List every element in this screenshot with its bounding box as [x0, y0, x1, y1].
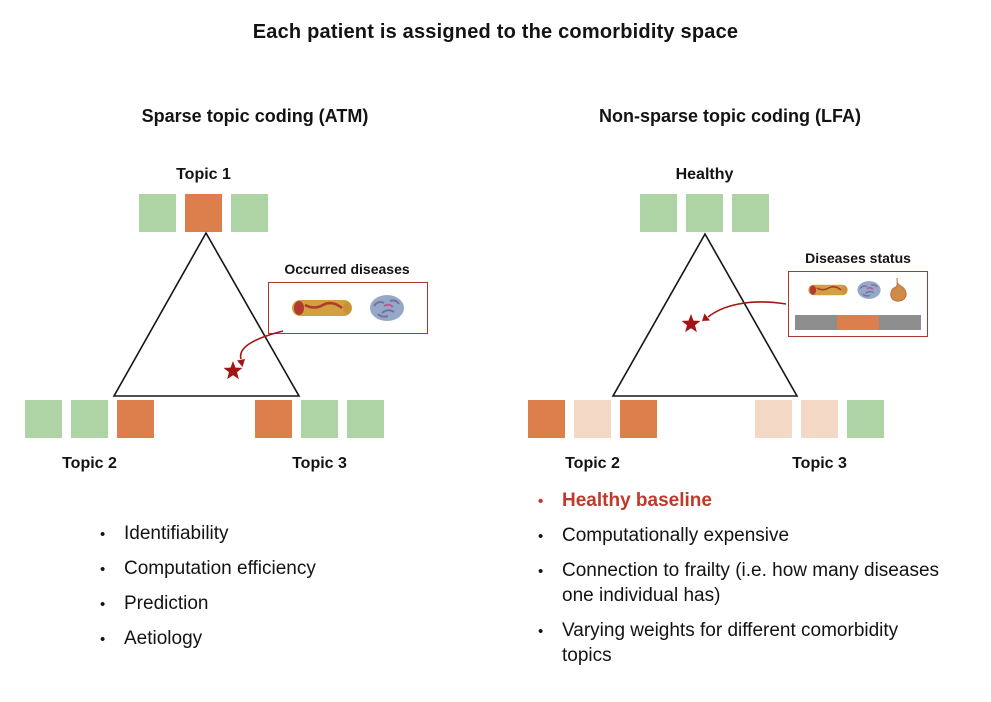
- topic-weight-square-orange: [620, 400, 657, 438]
- status-segment-gray: [795, 315, 837, 330]
- left-topic1-squares: [139, 194, 268, 232]
- left-topic2-squares: [25, 400, 154, 438]
- bullet-item: Connection to frailty (i.e. how many dis…: [538, 558, 948, 608]
- bullet-item: Varying weights for different comorbidit…: [538, 618, 948, 668]
- topic-weight-square-orange: [528, 400, 565, 438]
- patient-star-left: [223, 361, 243, 380]
- topic-weight-square-orange: [117, 400, 154, 438]
- disease-icons-row: [795, 277, 921, 303]
- right-topic3-label: Topic 3: [792, 455, 847, 472]
- bullet-item: Computationally expensive: [538, 523, 948, 548]
- topic-weight-square-green: [732, 194, 769, 232]
- bullet-item: Aetiology: [100, 626, 450, 651]
- left-bullet-list: IdentifiabilityComputation efficiencyPre…: [100, 521, 450, 661]
- right-panel-heading: Non-sparse topic coding (LFA): [598, 106, 861, 126]
- topic-weight-square-green: [347, 400, 384, 438]
- disease-status-bar: [795, 315, 921, 330]
- right-healthy-label: Healthy: [675, 166, 734, 183]
- topic-weight-square-peach: [755, 400, 792, 438]
- topic-weight-square-orange: [255, 400, 292, 438]
- right-topic3-squares: [755, 400, 884, 438]
- occurred-diseases-box: [268, 282, 428, 334]
- right-simplex-triangle: [611, 232, 799, 397]
- topic-weight-square-green: [139, 194, 176, 232]
- left-panel-heading: Sparse topic coding (ATM): [141, 106, 369, 126]
- topic-weight-square-green: [25, 400, 62, 438]
- occurred-diseases-label: Occurred diseases: [284, 261, 410, 277]
- right-topic2-squares: [528, 400, 657, 438]
- topic-weight-square-green: [301, 400, 338, 438]
- topic-weight-square-green: [847, 400, 884, 438]
- topic-weight-square-green: [231, 194, 268, 232]
- left-topic1-label: Topic 1: [176, 166, 231, 183]
- right-topic2-label: Topic 2: [565, 455, 620, 472]
- brain-icon: [370, 295, 404, 321]
- right-arrowhead-icon: [702, 313, 710, 321]
- left-annotation-arrow: [239, 330, 284, 360]
- diseases-status-box: [788, 271, 928, 337]
- right-annotation-arrow: [707, 301, 787, 318]
- left-arrowhead-icon: [237, 359, 245, 367]
- diseases-status-label: Diseases status: [805, 250, 911, 266]
- status-segment-orange: [837, 315, 879, 330]
- bullet-item: Computation efficiency: [100, 556, 450, 581]
- artery-icon: [808, 284, 848, 296]
- left-topic3-label: Topic 3: [292, 455, 347, 472]
- stomach-icon: [890, 277, 907, 302]
- topic-weight-square-green: [686, 194, 723, 232]
- right-bullet-list: Healthy baselineComputationally expensiv…: [538, 488, 948, 678]
- patient-star-right: [681, 314, 701, 333]
- left-topic3-squares: [255, 400, 384, 438]
- page-title: Each patient is assigned to the comorbid…: [252, 21, 739, 43]
- right-healthy-squares: [640, 194, 769, 232]
- topic-weight-square-peach: [574, 400, 611, 438]
- bullet-item: Identifiability: [100, 521, 450, 546]
- left-topic2-label: Topic 2: [62, 455, 117, 472]
- topic-weight-square-green: [71, 400, 108, 438]
- topic-weight-square-orange: [185, 194, 222, 232]
- bullet-item: Healthy baseline: [538, 488, 948, 513]
- brain-icon: [857, 281, 881, 299]
- status-segment-gray: [879, 315, 921, 330]
- topic-weight-square-peach: [801, 400, 838, 438]
- artery-icon: [292, 300, 352, 316]
- topic-weight-square-green: [640, 194, 677, 232]
- bullet-item: Prediction: [100, 591, 450, 616]
